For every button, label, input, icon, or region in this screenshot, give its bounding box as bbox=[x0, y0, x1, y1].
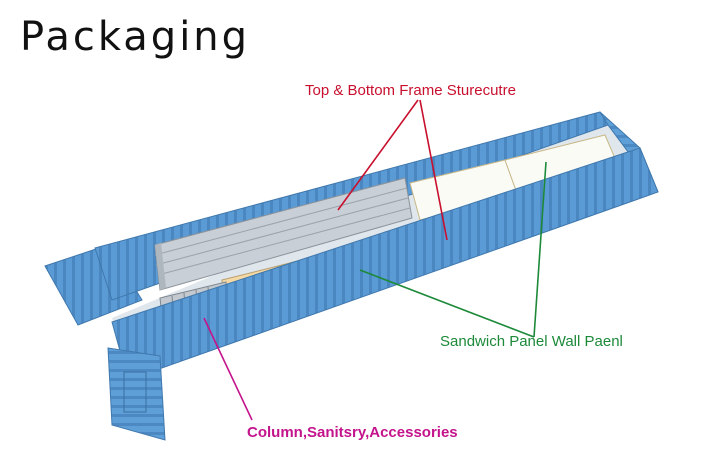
pointer-lines bbox=[203, 99, 547, 421]
page-title: Packaging bbox=[20, 14, 251, 60]
frame-stack-back bbox=[154, 177, 413, 291]
front-door bbox=[107, 347, 166, 441]
column-accessories-label: Column,Sanitsry,Accessories bbox=[247, 424, 458, 441]
sandwich-panel-label: Sandwich Panel Wall Paenl bbox=[440, 333, 623, 350]
frame-structure-label: Top & Bottom Frame Sturecutre bbox=[305, 82, 516, 99]
